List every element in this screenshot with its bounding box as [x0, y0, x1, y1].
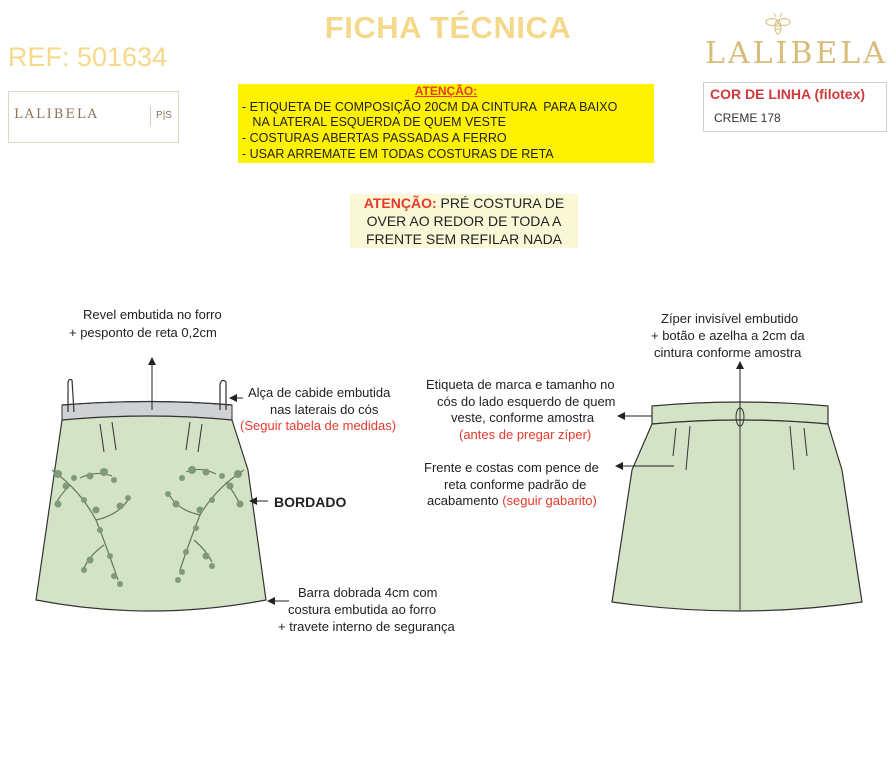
note-alca: nas laterais do cós [270, 402, 379, 417]
note-pence: reta conforme padrão de [444, 477, 587, 492]
note-revel: + pesponto de reta 0,2cm [69, 325, 217, 340]
brand-wordmark: LALIBELA [705, 36, 888, 71]
note-barra: costura embutida ao forro [288, 602, 437, 617]
note-etiqueta-red: (antes de pregar zíper) [459, 427, 592, 442]
note-ziper: cintura conforme amostra [654, 345, 802, 360]
note-alca: Alça de cabide embutida [248, 385, 391, 400]
back-skirt [611, 401, 863, 612]
note-ziper: + botão e azelha a 2cm da [651, 328, 805, 343]
warning-title: ATENÇÃO: [414, 84, 478, 98]
warning-line: NA LATERAL ESQUERDA DE QUEM VESTE [242, 115, 506, 129]
note-pence-red: (seguir gabarito) [502, 493, 597, 508]
bee-logo-icon [765, 12, 791, 35]
attention-text: PRÉ COSTURA DE [440, 195, 565, 211]
note-pence: acabamento (seguir gabarito) [427, 492, 597, 509]
front-skirt [35, 378, 267, 612]
note-ziper: Zíper invisível embutido [661, 311, 799, 326]
note-etiqueta: veste, conforme amostra [451, 410, 595, 425]
page-title: FICHA TÉCNICA [324, 10, 572, 45]
brand-logo-box [8, 91, 179, 143]
note-pence: Frente e costas com pence de [424, 460, 599, 475]
warning-line: - COSTURAS ABERTAS PASSADAS A FERRO [242, 131, 507, 145]
attention-line-1: ATENÇÃO: PRÉ COSTURA DE [350, 195, 578, 211]
note-alca-red: (Seguir tabela de medidas) [240, 418, 397, 433]
warning-line: - ETIQUETA DE COMPOSIÇÃO 20CM DA CINTURA… [242, 100, 618, 114]
attention-line-3: FRENTE SEM REFILAR NADA [365, 231, 563, 247]
reference-code: REF: 501634 [8, 42, 168, 72]
note-revel: Revel embutida no forro [83, 307, 222, 322]
note-barra: + travete interno de segurança [278, 619, 455, 634]
note-bordado: BORDADO [274, 494, 347, 510]
thread-color-label: COR DE LINHA (filotex) [710, 86, 866, 102]
note-barra: Barra dobrada 4cm com [298, 585, 438, 600]
note-etiqueta: cós do lado esquerdo de quem [437, 394, 616, 409]
logo-ps-mark: P|S [150, 106, 177, 126]
attention-label: ATENÇÃO: [363, 195, 437, 211]
thread-color-box [703, 82, 887, 132]
note-etiqueta: Etiqueta de marca e tamanho no [426, 377, 615, 392]
warning-box [238, 84, 654, 163]
attention-line-2: OVER AO REDOR DE TODA A [366, 213, 562, 229]
logo-text: LALIBELA [14, 107, 99, 122]
thread-color-value: CREME 178 [714, 111, 781, 125]
attention-box [350, 194, 578, 248]
warning-line: - USAR ARREMATE EM TODAS COSTURAS DE RET… [242, 147, 554, 161]
note-pence-text: acabamento [427, 493, 499, 508]
